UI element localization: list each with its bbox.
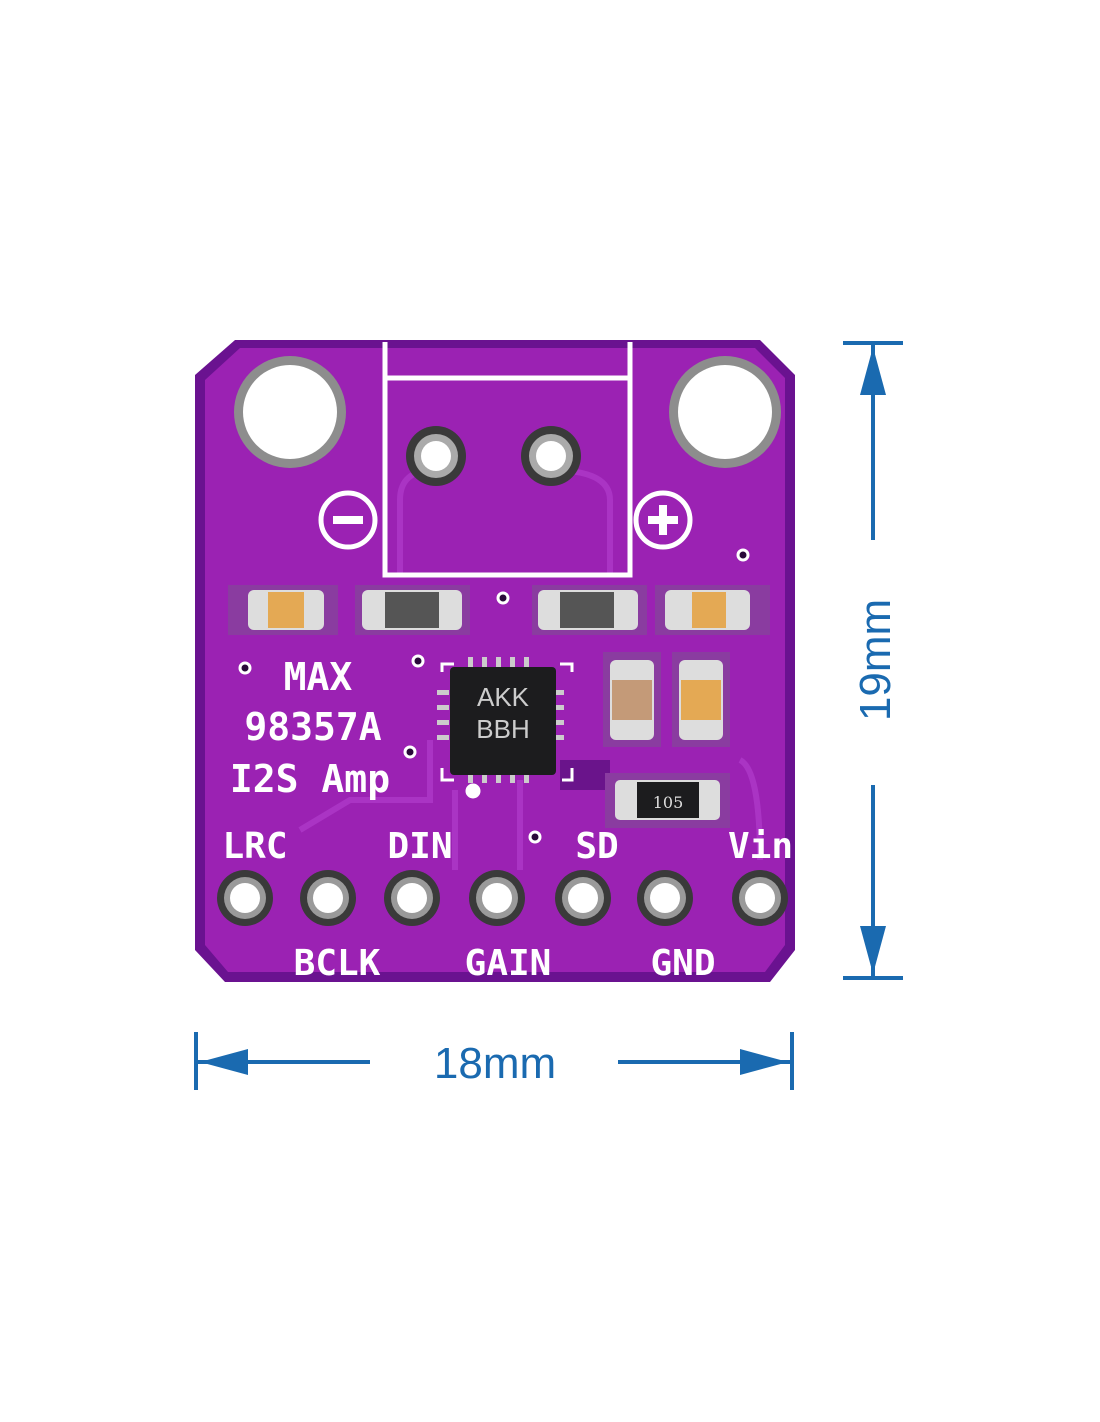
pin-label-sd: SD (575, 826, 618, 867)
arrow-left-icon (200, 1049, 248, 1075)
pin-label-gain: GAIN (465, 943, 552, 984)
capacitor-c3 (603, 652, 661, 747)
pin-label-gnd: GND (650, 943, 715, 984)
mounting-hole-right (669, 356, 781, 468)
speaker-terminal-outline (382, 342, 633, 578)
speaker-pad-negative (406, 426, 466, 486)
capacitor-c1 (228, 585, 338, 635)
inductor-l2 (532, 585, 647, 635)
capacitor-c4 (672, 652, 730, 747)
capacitor-c2 (655, 585, 770, 635)
width-dimension (194, 1032, 794, 1090)
silk-line2: 98357A (244, 705, 381, 749)
inductor-l1 (355, 585, 470, 635)
minus-symbol-icon (318, 490, 378, 550)
arrow-right-icon (740, 1049, 788, 1075)
speaker-pad-positive (521, 426, 581, 486)
silk-line3: I2S Amp (230, 757, 390, 801)
arrow-down-icon (860, 926, 886, 974)
resistor-marking: 105 (653, 793, 684, 812)
pin-label-din: DIN (387, 826, 452, 867)
chip-marking-line2: BBH (476, 714, 529, 744)
pin-label-lrc: LRC (222, 826, 287, 867)
height-label: 19mm (851, 599, 900, 721)
pin-label-bclk: BCLK (294, 943, 381, 984)
silk-line1: MAX (284, 655, 353, 699)
height-dimension (843, 341, 903, 980)
amplifier-chip: AKK BBH (437, 657, 574, 783)
arrow-up-icon (860, 347, 886, 395)
width-label: 18mm (434, 1039, 556, 1088)
resistor-r1: 105 (605, 773, 730, 828)
chip-marking-line1: AKK (477, 682, 530, 712)
mounting-hole-left (234, 356, 346, 468)
plus-symbol-icon (633, 490, 693, 550)
header-pins (217, 870, 788, 926)
pin-label-vin: Vin (728, 826, 793, 867)
